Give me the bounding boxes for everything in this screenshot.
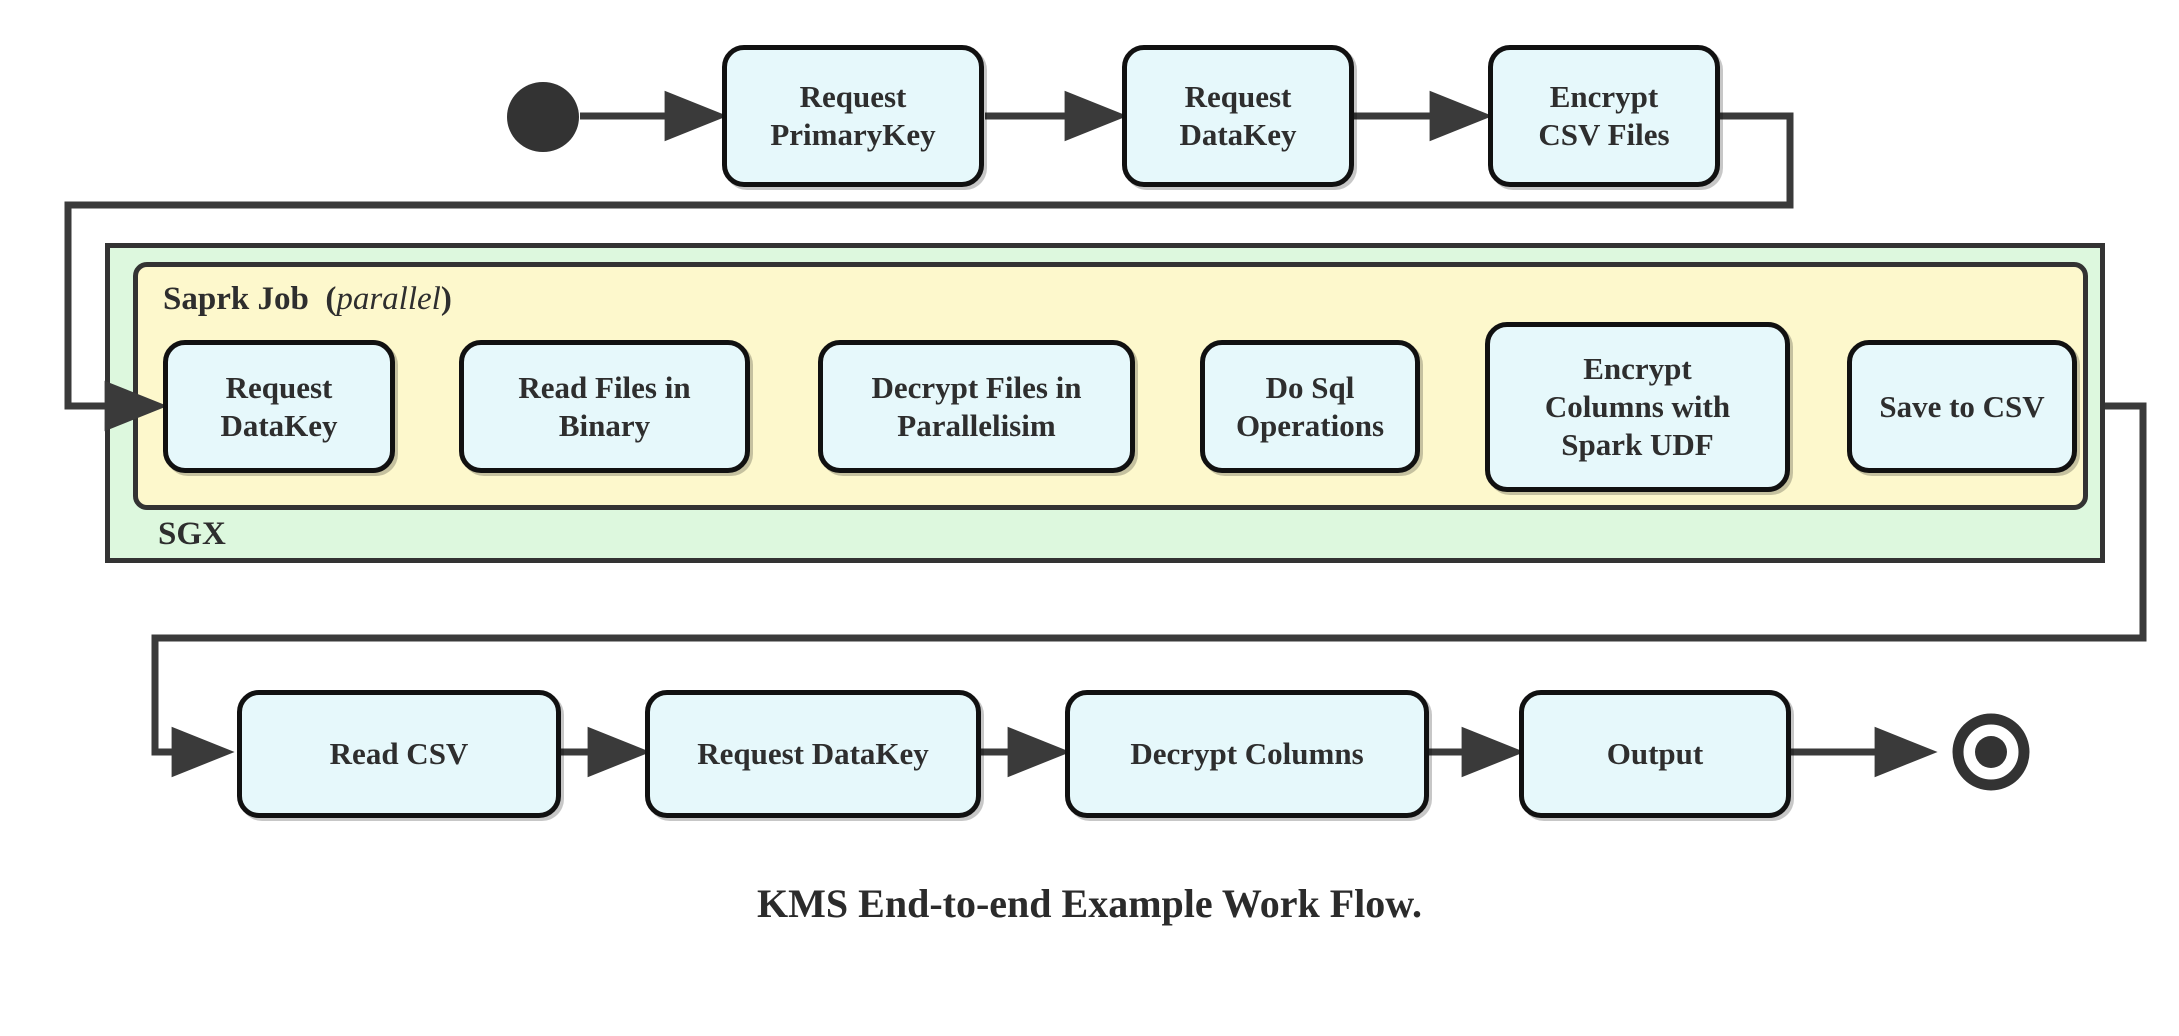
node-read-files-in-binary-line-2: Binary <box>558 407 651 443</box>
node-request-datakey-bottom-line-1: Request DataKey <box>697 736 929 772</box>
node-request-datakey-bottom[interactable]: Request DataKey <box>645 690 981 818</box>
diagram-caption: KMS End-to-end Example Work Flow. <box>757 881 1422 926</box>
node-request-primarykey-line-2: PrimaryKey <box>770 117 936 152</box>
node-save-to-csv[interactable]: Save to CSV <box>1847 340 2077 473</box>
edge-encrypt-csv-to-request-datakey-spark <box>64 112 1794 432</box>
node-read-files-in-binary[interactable]: Read Files in Binary <box>459 340 750 473</box>
node-request-datakey-spark-line-2: DataKey <box>220 407 338 443</box>
node-request-datakey-top-line-1: Request <box>1184 79 1292 115</box>
node-encrypt-columns-with-spark-udf[interactable]: Encrypt Columns with Spark UDF <box>1485 322 1790 492</box>
spark-job-label-paren-open: ( <box>325 281 337 317</box>
node-decrypt-columns-line-1: Decrypt Columns <box>1130 736 1364 772</box>
node-decrypt-files-in-parallelisim-line-2: Parallelisim <box>897 407 1056 443</box>
node-encrypt-columns-with-spark-udf-line-3: Spark UDF <box>1561 426 1714 462</box>
node-do-sql-operations-line-2: Operations <box>1235 407 1385 443</box>
end-node-dot <box>1975 736 2007 768</box>
node-output-line-1: Output <box>1606 736 1704 772</box>
spark-job-label-bold: Saprk Job <box>163 281 309 317</box>
node-decrypt-columns[interactable]: Decrypt Columns <box>1065 690 1429 818</box>
sgx-label: SGX <box>158 516 226 552</box>
node-do-sql-operations-line-1: Do Sql <box>1265 369 1355 405</box>
spark-job-label-paren-close: ) <box>440 281 452 317</box>
node-do-sql-operations[interactable]: Do Sql Operations <box>1200 340 1420 473</box>
node-request-datakey-top[interactable]: Request DataKey <box>1122 45 1354 187</box>
node-decrypt-files-in-parallelisim-line-1: Decrypt Files in <box>871 369 1082 405</box>
node-read-csv-line-1: Read CSV <box>329 736 469 772</box>
node-request-primarykey[interactable]: Request PrimaryKey <box>722 45 984 187</box>
node-read-csv[interactable]: Read CSV <box>237 690 561 818</box>
node-output[interactable]: Output <box>1519 690 1791 818</box>
node-request-datakey-spark-line-1: Request <box>225 369 333 405</box>
spark-job-label: Saprk Job (parallel) <box>163 281 452 318</box>
node-encrypt-csv-files-line-1: Encrypt <box>1549 79 1659 115</box>
node-read-files-in-binary-line-1: Read Files in <box>518 369 691 405</box>
node-request-datakey-top-line-2: DataKey <box>1179 117 1297 152</box>
start-node <box>507 82 579 152</box>
node-encrypt-csv-files-line-2: CSV Files <box>1538 117 1670 152</box>
node-save-to-csv-line-1: Save to CSV <box>1879 388 2045 424</box>
node-request-datakey-spark[interactable]: Request DataKey <box>163 340 395 473</box>
node-encrypt-columns-with-spark-udf-line-1: Encrypt <box>1583 351 1692 387</box>
node-decrypt-files-in-parallelisim[interactable]: Decrypt Files in Parallelisim <box>818 340 1135 473</box>
node-request-primarykey-line-1: Request <box>799 79 907 115</box>
edge-save-csv-to-read-csv <box>151 402 2147 778</box>
node-encrypt-columns-with-spark-udf-line-2: Columns with <box>1544 389 1731 425</box>
spark-job-label-italic: parallel <box>336 281 441 317</box>
node-encrypt-csv-files[interactable]: Encrypt CSV Files <box>1488 45 1720 187</box>
